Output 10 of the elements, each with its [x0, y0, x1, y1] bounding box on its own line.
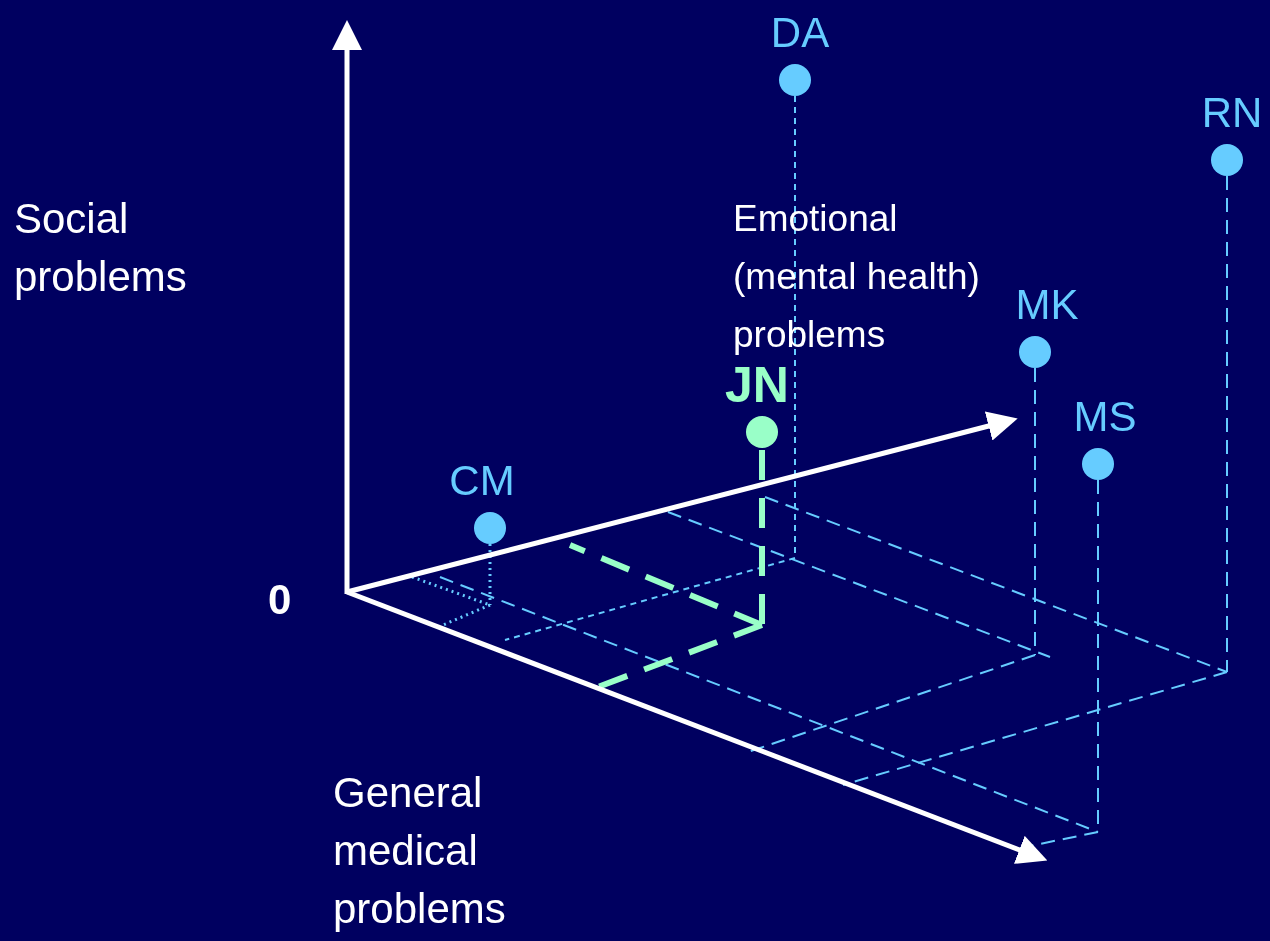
axis-label: Social problems	[14, 194, 188, 302]
point-label: MS	[1073, 396, 1137, 438]
axis-label: 0	[268, 575, 293, 625]
axis-label: General medical problems	[333, 768, 507, 934]
point-label: CM	[449, 460, 515, 502]
point-label: DA	[770, 12, 830, 54]
point-label: RN	[1201, 92, 1263, 134]
point-label: JN	[725, 360, 789, 410]
point-label: MK	[1015, 284, 1079, 326]
axis-label: Emotional (mental health) problems	[733, 197, 981, 357]
